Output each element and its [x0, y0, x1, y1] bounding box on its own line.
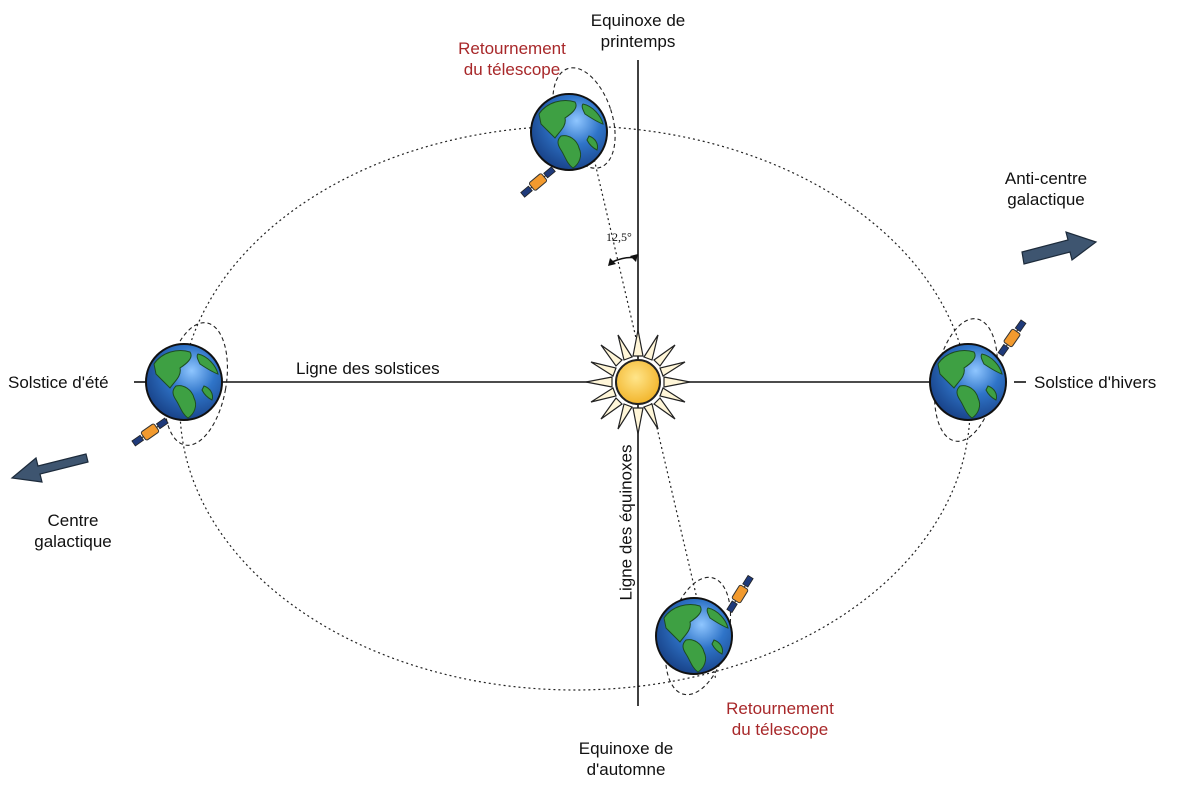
center-line2: galactique: [34, 532, 112, 551]
center-arrow-icon: [10, 453, 89, 483]
earth-autumn: [655, 573, 756, 696]
center-line1: Centre: [47, 511, 99, 530]
sun-icon: [585, 329, 691, 435]
anticenter-line1: Anti-centre: [1004, 169, 1088, 188]
satellite-icon: [724, 573, 756, 615]
equinox-autumn-line1: Equinoxe de: [578, 739, 674, 758]
angle-arc-head-left: [608, 258, 616, 266]
solstice-line-label: Ligne des solstices: [296, 359, 440, 378]
earth-winter: [929, 318, 1029, 442]
satellite-icon: [130, 415, 170, 449]
equinox-spring-line2: printemps: [600, 32, 676, 51]
solstice-winter-label: Solstice d'hivers: [1034, 373, 1157, 392]
equinox-line-label: Ligne des équinoxes: [616, 444, 636, 601]
telescope-flip-top-line2: du télescope: [463, 60, 561, 79]
earth-spring: [518, 67, 616, 200]
center-label: Centre galactique: [18, 510, 128, 552]
equinox-spring-line1: Equinoxe de: [590, 11, 686, 30]
orbit-ellipse: [179, 125, 971, 691]
anticenter-line2: galactique: [1007, 190, 1085, 209]
angle-label: 12,5°: [606, 230, 632, 244]
solstice-summer-label: Solstice d'été: [8, 373, 109, 392]
anticenter-label: Anti-centre galactique: [990, 168, 1102, 210]
anticenter-arrow-icon: [1021, 231, 1098, 265]
tilted-equinox-line: [591, 149, 717, 681]
equinox-autumn-line2: d'automne: [586, 760, 666, 779]
satellite-icon: [995, 318, 1029, 358]
telescope-flip-bottom-line1: Retournement: [726, 699, 834, 718]
satellite-icon: [518, 164, 558, 200]
earth-globe-icon: [530, 93, 608, 171]
telescope-flip-bottom-line2: du télescope: [731, 720, 829, 739]
telescope-flip-top-line1: Retournement: [458, 39, 566, 58]
earth-globe-icon: [655, 597, 733, 675]
equinox-spring-label: Equinoxe de printemps: [582, 10, 694, 52]
angle-arc-head-right: [630, 254, 638, 262]
earth-globe-icon: [145, 343, 223, 421]
earth-summer: [130, 322, 228, 449]
equinox-autumn-label: Equinoxe de d'automne: [568, 738, 684, 780]
telescope-flip-bottom-label: Retournement du télescope: [712, 698, 848, 740]
telescope-flip-top-label: Retournement du télescope: [444, 38, 580, 80]
earth-globe-icon: [929, 343, 1007, 421]
